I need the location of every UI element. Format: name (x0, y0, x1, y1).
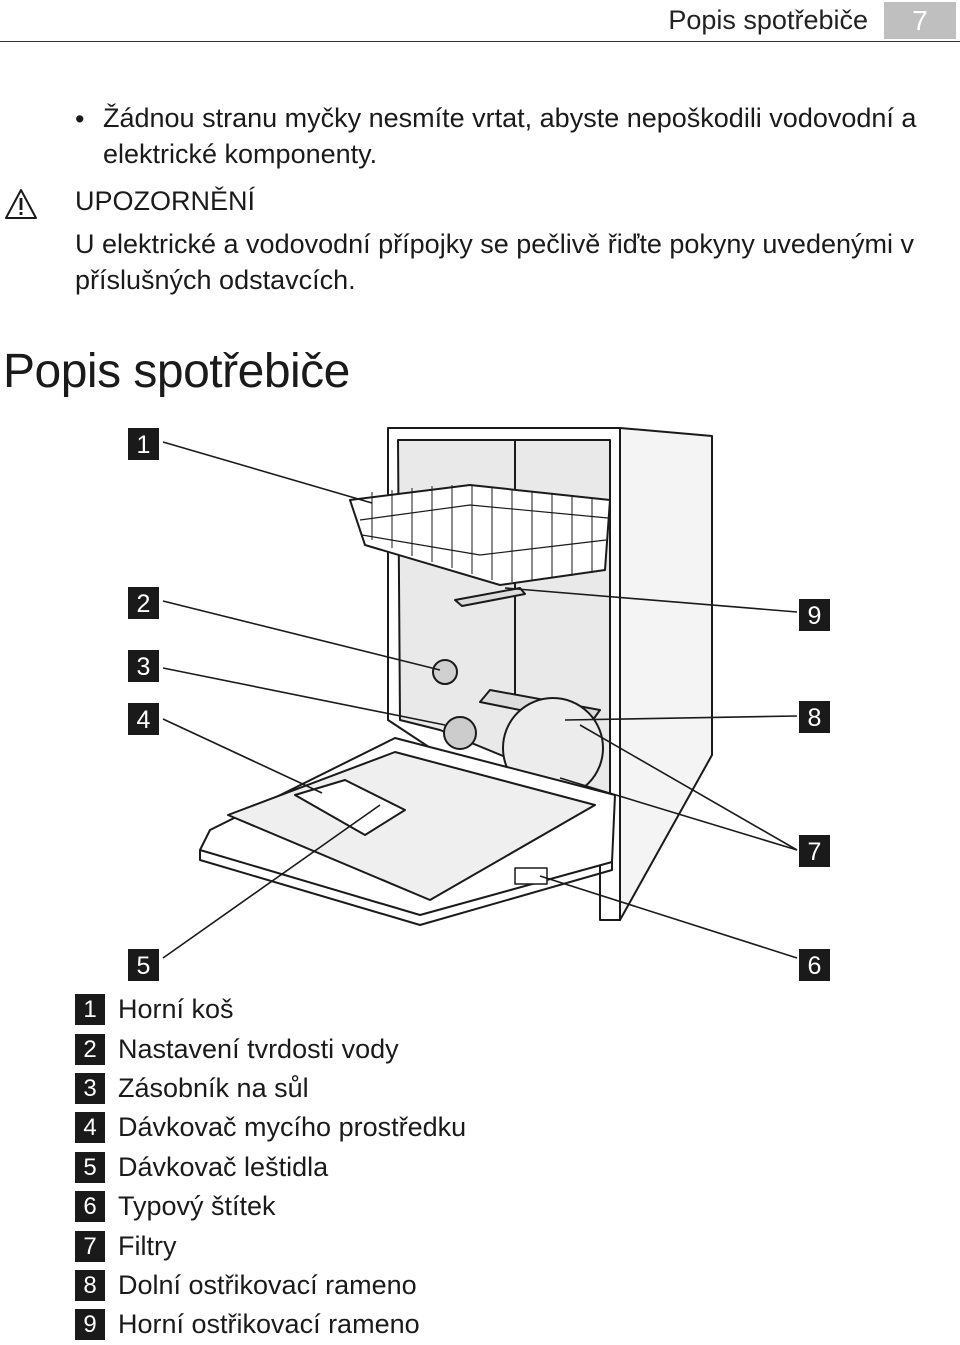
header-divider (0, 41, 960, 42)
legend-label: Filtry (118, 1230, 177, 1261)
legend-item: 6 Typový štítek (75, 1187, 466, 1226)
legend-item: 5 Dávkovač leštidla (75, 1148, 466, 1187)
dishwasher-diagram: 1 2 3 4 5 6 7 8 9 (128, 427, 830, 981)
callout-5: 5 (128, 949, 159, 981)
legend-item: 1 Horní koš (75, 990, 466, 1029)
upper-spray-arm (454, 587, 526, 607)
page-number: 7 (884, 2, 956, 39)
svg-text:5: 5 (137, 952, 151, 980)
upper-basket (349, 484, 611, 586)
legend-label: Dávkovač mycího prostředku (118, 1112, 467, 1143)
bullet-text: Žádnou stranu myčky nesmíte vrtat, abyst… (103, 103, 917, 169)
legend-number: 2 (75, 1033, 105, 1065)
callout-4: 4 (128, 703, 159, 735)
warning-text: U elektrické a vodovodní přípojky se peč… (75, 229, 914, 295)
detergent-dispenser (294, 779, 406, 836)
legend-number: 5 (75, 1151, 105, 1183)
salt-container (432, 659, 458, 685)
callout-7: 7 (799, 835, 830, 867)
legend-label: Horní koš (118, 994, 234, 1025)
legend-number: 1 (75, 994, 105, 1026)
legend-number: 7 (75, 1230, 105, 1262)
svg-text:8: 8 (808, 704, 822, 732)
callout-9: 9 (799, 599, 830, 631)
legend-number: 9 (75, 1309, 105, 1341)
legend-label: Dolní ostřikovací rameno (118, 1269, 417, 1300)
svg-text:9: 9 (808, 602, 822, 630)
legend-label: Horní ostřikovací rameno (118, 1309, 420, 1340)
rating-plate (514, 867, 548, 885)
svg-text:4: 4 (137, 706, 151, 734)
warning-title: UPOZORNĚNÍ (75, 186, 256, 216)
section-title: Popis spotřebiče (3, 345, 350, 398)
callout-markers: 1 2 3 4 5 6 7 8 9 (128, 428, 830, 981)
callout-8: 8 (799, 701, 830, 733)
legend-number: 4 (75, 1112, 105, 1144)
legend-number: 6 (75, 1191, 105, 1223)
legend-item: 2 Nastavení tvrdosti vody (75, 1029, 466, 1068)
legend-label: Dávkovač leštidla (118, 1151, 329, 1182)
header-title: Popis spotřebiče (668, 5, 868, 35)
callout-6: 6 (799, 949, 830, 981)
callout-2: 2 (128, 587, 159, 619)
legend-item: 3 Zásobník na sůl (75, 1069, 466, 1108)
legend-item: 9 Horní ostřikovací rameno (75, 1305, 466, 1344)
warning-triangle-icon (5, 189, 37, 219)
legend-label: Zásobník na sůl (118, 1072, 309, 1103)
legend-item: 8 Dolní ostřikovací rameno (75, 1266, 466, 1305)
legend-item: 7 Filtry (75, 1226, 466, 1265)
svg-text:3: 3 (137, 653, 151, 681)
svg-text:1: 1 (137, 431, 151, 459)
svg-text:7: 7 (808, 838, 822, 866)
callout-3: 3 (128, 650, 159, 682)
svg-text:6: 6 (808, 952, 822, 980)
bullet-marker: • (75, 104, 85, 134)
callout-1: 1 (128, 428, 159, 460)
legend-number: 8 (75, 1269, 105, 1301)
legend-number: 3 (75, 1072, 105, 1104)
parts-legend: 1 Horní koš 2 Nastavení tvrdosti vody 3 Zás… (75, 990, 466, 1345)
legend-item: 4 Dávkovač mycího prostředku (75, 1108, 466, 1147)
svg-text:2: 2 (137, 590, 151, 618)
cabinet-side (619, 427, 713, 921)
legend-label: Nastavení tvrdosti vody (118, 1033, 399, 1064)
legend-label: Typový štítek (118, 1191, 276, 1222)
leader-lines (162, 441, 798, 959)
